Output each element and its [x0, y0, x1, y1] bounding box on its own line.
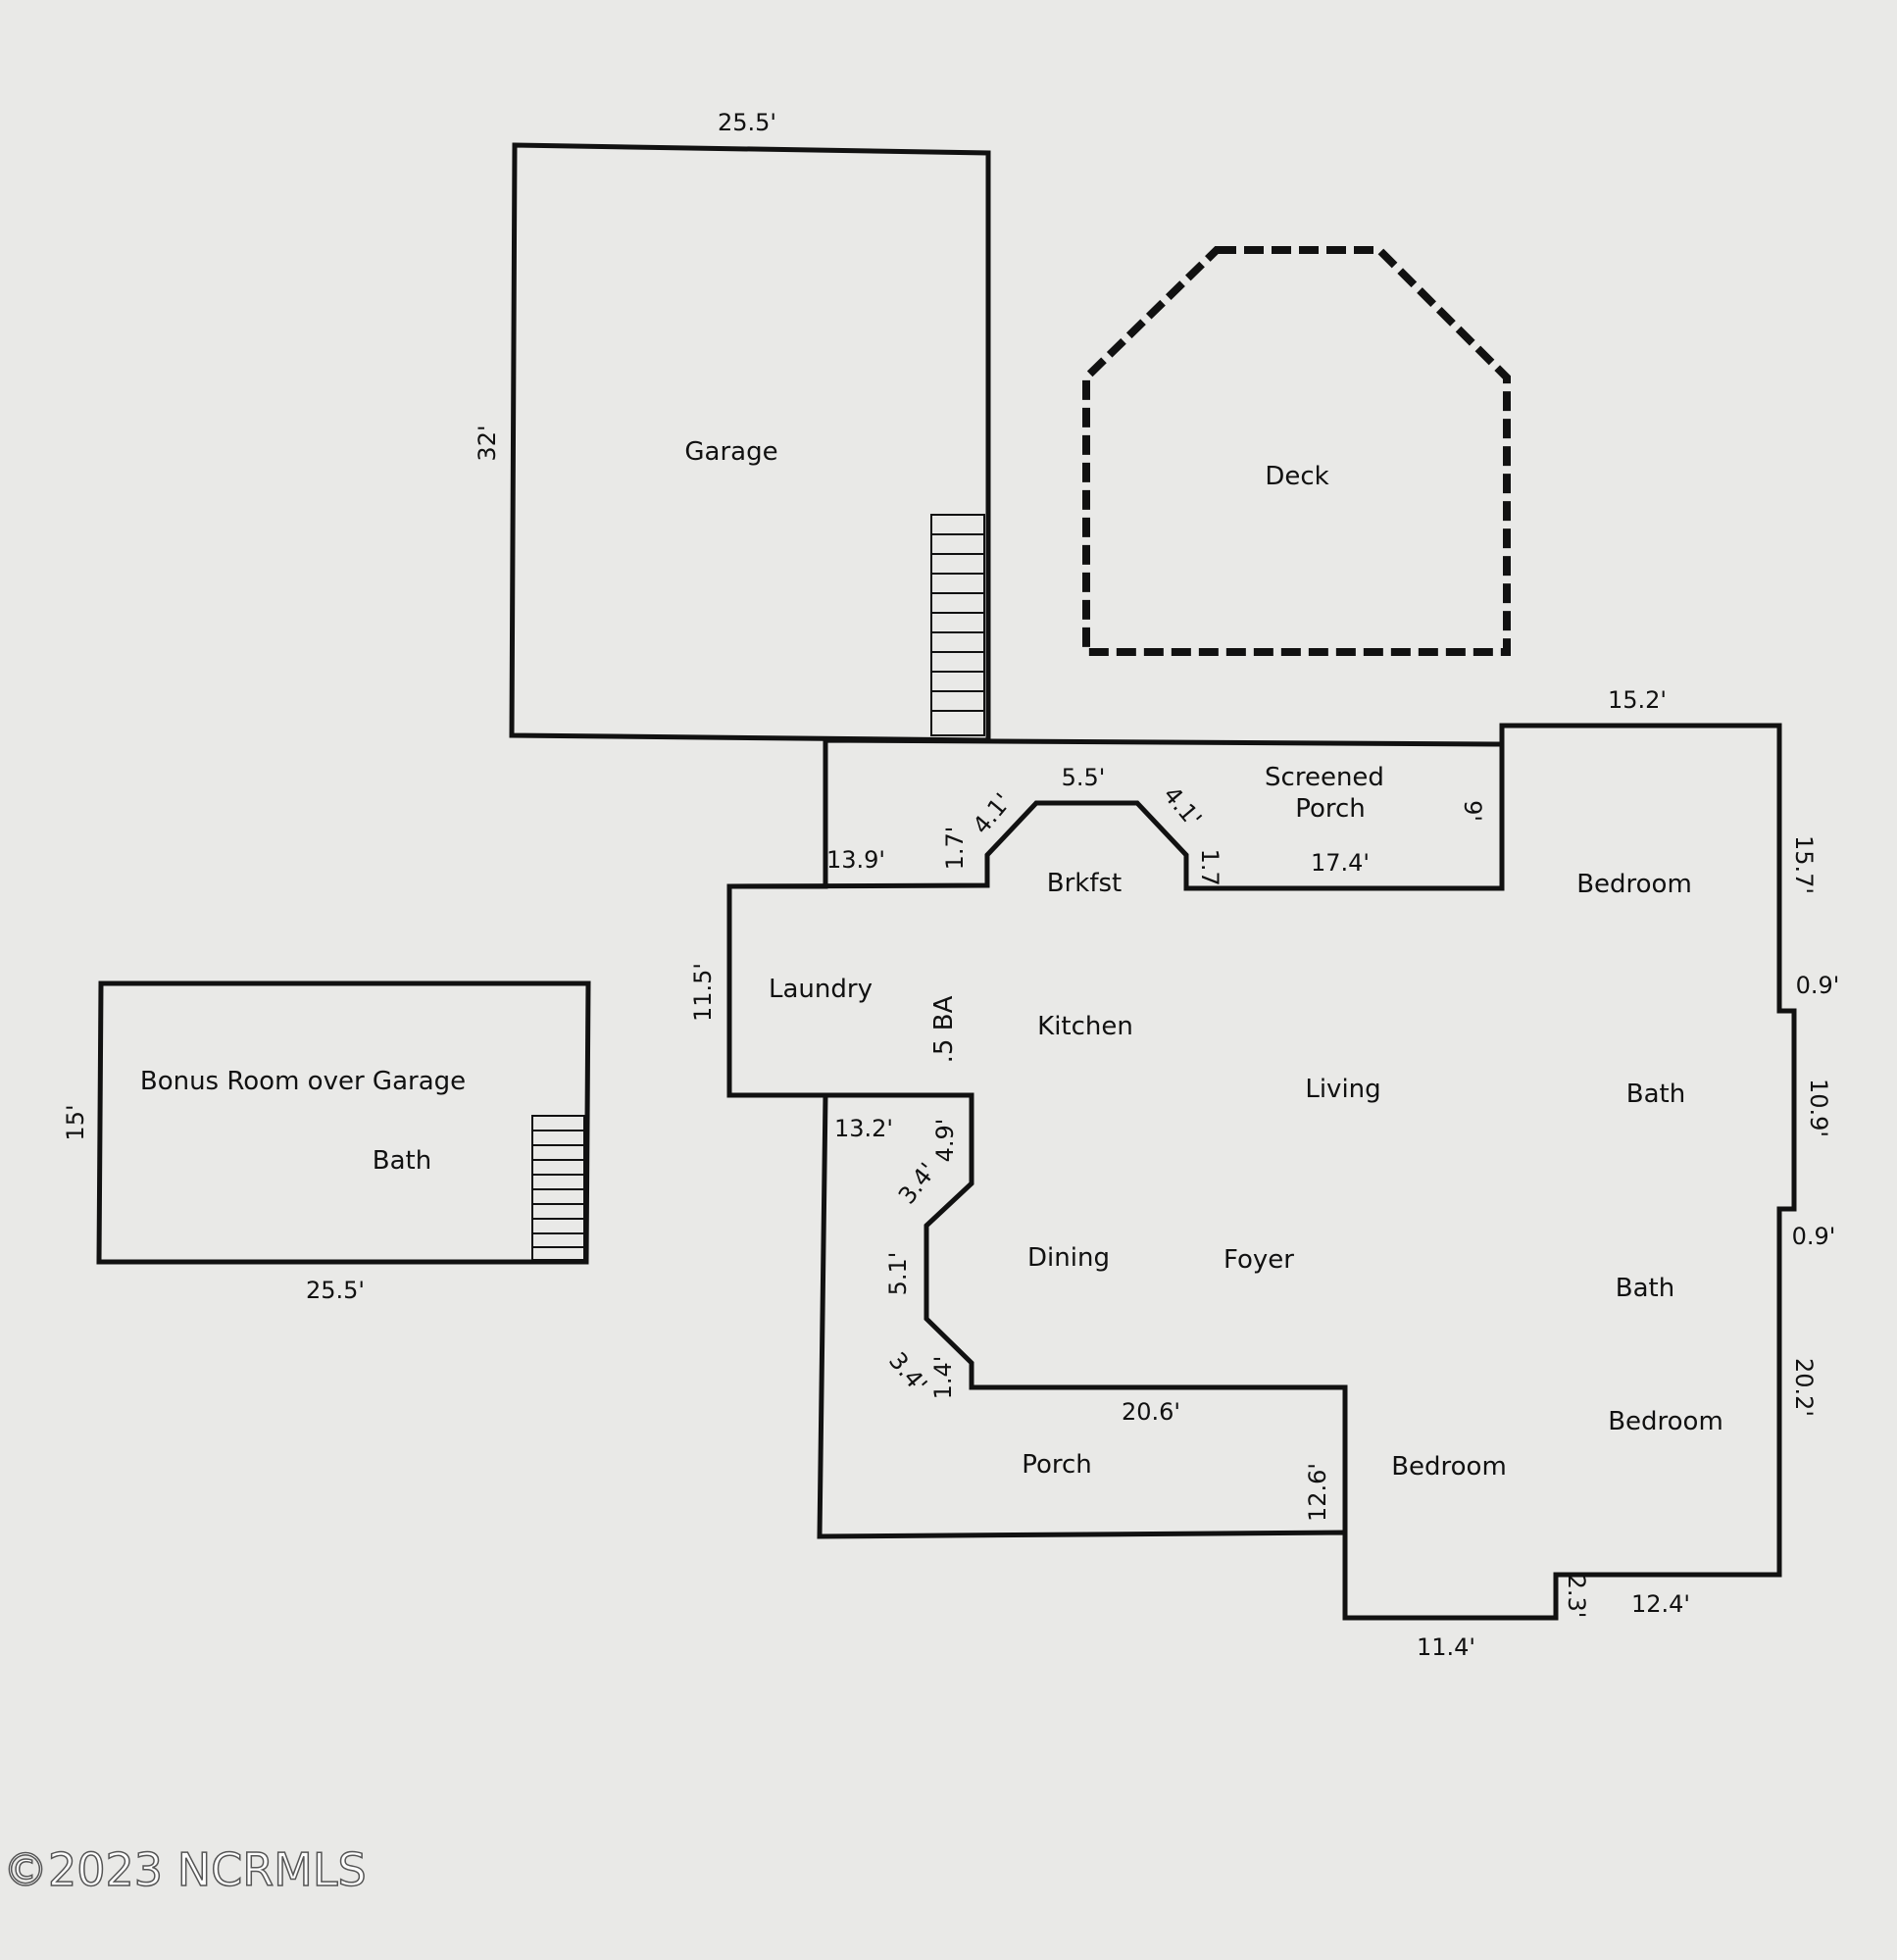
room-deck: Deck [1265, 462, 1328, 491]
room-bath-1: Bath [1626, 1080, 1685, 1109]
room-laundry: Laundry [769, 975, 873, 1004]
dim-porch-bottom: 17.4' [1311, 849, 1370, 877]
room-bedroom-se: Bedroom [1608, 1407, 1723, 1436]
dim-garage-side: 32' [474, 425, 501, 461]
porch-inner-wall [728, 744, 1505, 891]
room-living: Living [1305, 1075, 1380, 1104]
dim-bonus-side: 15' [62, 1104, 89, 1140]
dim-dining-diag-c: 3.4' [883, 1347, 932, 1398]
dim-laundry-top: 13.9' [826, 846, 885, 874]
dim-dining-diag-b: 3.4' [893, 1158, 942, 1210]
room-foyer: Foyer [1223, 1245, 1294, 1275]
room-brkfst: Brkfst [1047, 869, 1122, 898]
dim-screened-right: 15.2' [1608, 686, 1667, 714]
dim-east-jog-1: 0.9' [1796, 972, 1840, 999]
watermark: ©2023 NCRMLS [3, 1843, 367, 1896]
dim-porch-top: 20.6' [1122, 1398, 1180, 1426]
bonus-stairs [531, 1115, 585, 1261]
dim-porch-side: 12.6' [1304, 1463, 1331, 1522]
room-bedroom-s: Bedroom [1391, 1452, 1507, 1482]
dim-east-jog-2: 0.9' [1792, 1223, 1836, 1250]
room-bath-2: Bath [1616, 1274, 1674, 1303]
dim-porch-depth: 9' [1459, 800, 1486, 822]
dim-dining-top: 13.2' [834, 1115, 893, 1142]
dining-wall [825, 1092, 1348, 1533]
dim-dining-diag-a: 4.9' [931, 1119, 959, 1163]
dim-bonus-bottom: 25.5' [306, 1277, 365, 1304]
garage-stairs [930, 514, 985, 736]
dim-east-upper: 15.7' [1790, 835, 1818, 894]
dim-east-lower: 20.2' [1790, 1358, 1818, 1417]
room-bedroom-ne: Bedroom [1576, 870, 1692, 899]
dim-dining-short: 1.4' [929, 1356, 957, 1400]
room-bonus: Bonus Room over Garage [140, 1067, 466, 1096]
room-screened-porch-line1: Screened [1265, 763, 1384, 792]
room-kitchen: Kitchen [1037, 1012, 1133, 1041]
house-outline [726, 723, 1797, 1621]
dim-brkfst-right-short: 1.7' [1196, 849, 1223, 893]
dim-brkfst-right-diag: 4.1' [1158, 781, 1207, 832]
dim-bedroom-jog: 2.3' [1563, 1575, 1590, 1619]
room-half-bath: .5 BA [929, 995, 959, 1063]
dim-garage-top: 25.5' [718, 109, 776, 136]
dim-brkfst-top: 5.5' [1062, 764, 1106, 791]
room-bonus-bath: Bath [373, 1146, 431, 1176]
room-porch: Porch [1022, 1450, 1092, 1480]
dim-laundry-side: 11.5' [689, 963, 717, 1022]
dim-bedroom-bottom: 11.4' [1417, 1633, 1475, 1661]
dim-east-mid: 10.9' [1805, 1079, 1832, 1137]
dim-brkfst-left-short: 1.7' [941, 827, 969, 871]
deck-outline [1082, 246, 1511, 656]
room-garage: Garage [684, 437, 777, 467]
room-screened-porch-line2: Porch [1295, 794, 1366, 824]
dim-dining-wall: 5.1' [884, 1252, 912, 1296]
bonus-room-outline [96, 980, 591, 1265]
dim-bedroom-se-bottom: 12.4' [1631, 1590, 1690, 1618]
room-dining: Dining [1027, 1243, 1110, 1273]
